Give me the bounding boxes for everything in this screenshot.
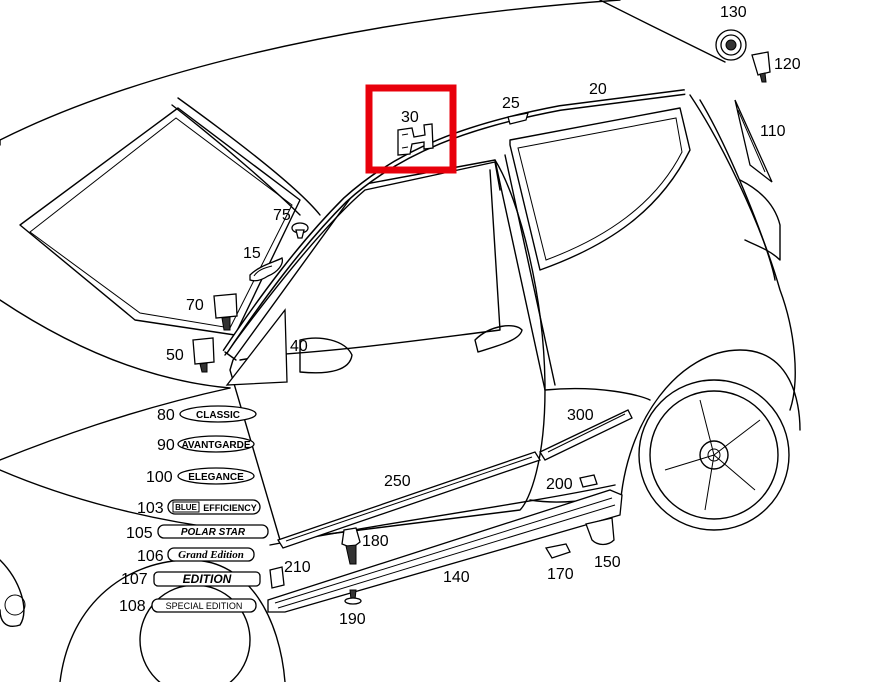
headlight — [0, 559, 25, 627]
label-90: 90 — [157, 437, 175, 454]
badge-elegance — [177, 467, 255, 485]
label-200: 200 — [546, 476, 573, 493]
label-106: 106 — [137, 548, 164, 565]
badge-edition — [153, 571, 261, 587]
label-250: 250 — [384, 473, 411, 490]
hood-line — [0, 299, 231, 389]
grommet-icon — [715, 29, 747, 61]
rear-body-line — [689, 94, 796, 411]
badge-list: CLASSIC AVANTGARDE ELEGANCE BLUE EFFICIE… — [151, 405, 269, 613]
clip-icon — [544, 543, 571, 559]
badge-classic — [179, 405, 257, 423]
clip-icon — [579, 474, 598, 488]
label-30: 30 — [401, 109, 419, 126]
badge-grand-edition — [167, 547, 255, 562]
label-15: 15 — [243, 245, 261, 262]
part-number-labels: 30 130 120 110 20 25 75 15 70 50 40 300 … — [119, 4, 801, 628]
badge-blue-box — [172, 501, 200, 513]
badge-edition-text: EDITION — [183, 572, 232, 586]
rivet-icon — [344, 589, 362, 605]
clip-icon — [507, 112, 529, 125]
door-handle — [474, 324, 523, 353]
rear-side-window — [509, 107, 691, 271]
badge-polar-star — [157, 524, 269, 539]
door-moulding-rear — [539, 409, 633, 461]
clip-icon — [397, 123, 434, 156]
roof-moulding — [222, 89, 686, 361]
clip-icon — [751, 51, 771, 83]
label-300: 300 — [567, 407, 594, 424]
front-door — [229, 159, 546, 541]
label-180: 180 — [362, 533, 389, 550]
rear-wheel — [638, 379, 790, 531]
door-moulding-front — [277, 451, 541, 549]
clip-icon — [341, 527, 361, 565]
badge-special-edition-text: SPECIAL EDITION — [166, 601, 243, 611]
roof-rear-line — [599, 0, 726, 63]
end-cap — [585, 517, 615, 546]
mirror-triangle-cover — [225, 308, 288, 386]
label-100: 100 — [146, 469, 173, 486]
car-body-outline — [0, 0, 801, 682]
badge-polar-star-text: POLAR STAR — [181, 527, 246, 538]
label-190: 190 — [339, 611, 366, 628]
label-107: 107 — [121, 571, 148, 588]
emblem-icon — [249, 257, 284, 282]
badge-elegance-text: ELEGANCE — [188, 472, 244, 483]
clip-icon — [269, 566, 285, 589]
label-210: 210 — [284, 559, 311, 576]
a-pillar-outer — [177, 97, 321, 216]
label-108: 108 — [119, 598, 146, 615]
label-103: 103 — [137, 500, 164, 517]
badge-classic-text: CLASSIC — [196, 410, 240, 421]
rivet-icon — [291, 222, 309, 239]
badge-special-edition — [151, 598, 257, 613]
label-170: 170 — [547, 566, 574, 583]
rear-wheel-arch — [619, 349, 801, 511]
badge-efficiency-text: EFFICIENCY — [203, 503, 257, 513]
label-40: 40 — [290, 338, 308, 355]
badge-blue-text: BLUE — [175, 503, 197, 512]
label-150: 150 — [594, 554, 621, 571]
label-70: 70 — [186, 297, 204, 314]
badge-grand-edition-text: Grand Edition — [178, 549, 244, 561]
label-105: 105 — [126, 525, 153, 542]
side-mirror — [299, 337, 353, 374]
badge-avantgarde-text: AVANTGARDE — [181, 440, 250, 451]
roof-line — [0, 0, 621, 141]
badge-avantgarde — [177, 435, 255, 453]
rear-quarter-trim — [734, 99, 773, 183]
label-130: 130 — [720, 4, 747, 21]
label-75: 75 — [273, 207, 291, 224]
clip-icon — [192, 337, 215, 373]
clip-icon — [213, 293, 238, 331]
label-110: 110 — [760, 123, 786, 140]
label-140: 140 — [443, 569, 470, 586]
label-120: 120 — [774, 56, 801, 73]
side-skirt — [267, 489, 623, 613]
highlight-box — [365, 84, 457, 174]
label-50: 50 — [166, 347, 184, 364]
label-80: 80 — [157, 407, 175, 424]
label-20: 20 — [589, 81, 607, 98]
label-25: 25 — [502, 95, 520, 112]
